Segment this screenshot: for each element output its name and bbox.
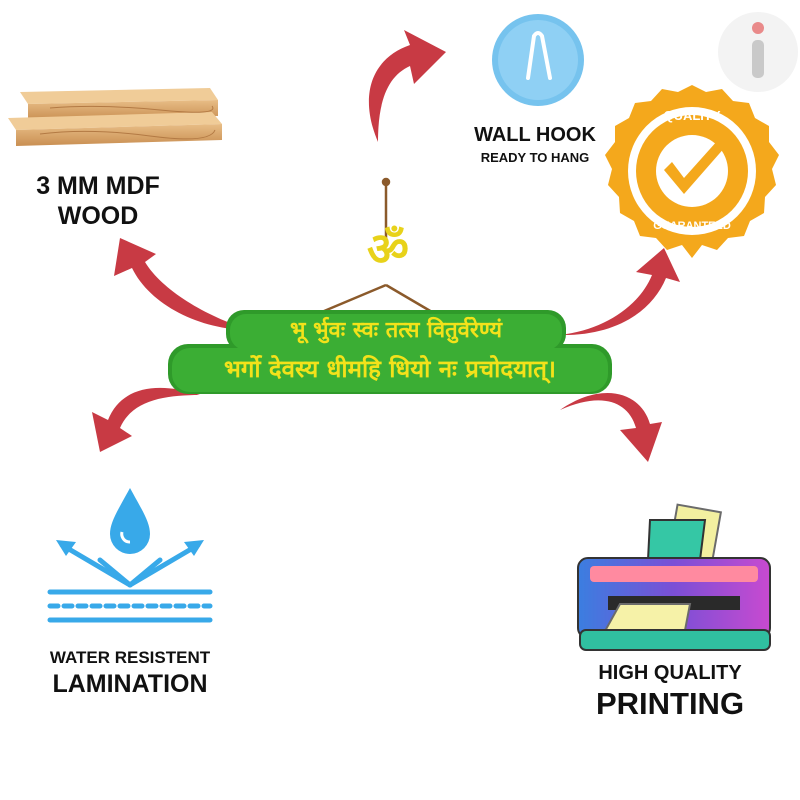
printing-label-line2: PRINTING: [595, 686, 745, 721]
printing-label-line1: HIGH QUALITY: [598, 662, 742, 684]
wood-planks-icon: [8, 88, 222, 146]
arrow-to-printing: [560, 393, 662, 462]
lamination-label-line2: LAMINATION: [52, 670, 208, 698]
wood-label-line1: 3 MM MDF: [36, 172, 160, 200]
wall-hook-icon: [492, 14, 584, 106]
hook-label-line2: READY TO HANG: [480, 150, 590, 165]
water-drop-icon: [110, 488, 150, 554]
info-badge-icon: [718, 12, 798, 92]
seal-text-bottom: GUARANTEED: [653, 220, 731, 232]
arrow-to-hook: [368, 30, 446, 142]
product-text-line1: भू र्भुवः स्वः तत्स वितुर्वरेण्यं: [289, 318, 503, 343]
hook-label-line1: WALL HOOK: [474, 124, 596, 146]
quality-seal: [605, 85, 779, 258]
lamination-label-line1: WATER RESISTENT: [49, 648, 211, 667]
product-text-line2: भर्गो देवस्य धीमहि धियो नः प्रचोदयात्।: [223, 355, 557, 383]
seal-text-top: QUALITY: [663, 108, 721, 123]
arrow-to-seal: [560, 248, 680, 336]
lamination-icon: [47, 540, 213, 623]
arrows: [92, 30, 680, 462]
arrow-to-wood: [114, 238, 250, 330]
wood-label-line2: WOOD: [57, 202, 139, 230]
printer-icon: [577, 503, 771, 651]
product-board: [168, 310, 612, 394]
om-symbol: ॐ: [367, 222, 409, 276]
arrow-to-lamination: [92, 387, 200, 452]
checkmark-icon: [664, 140, 726, 194]
